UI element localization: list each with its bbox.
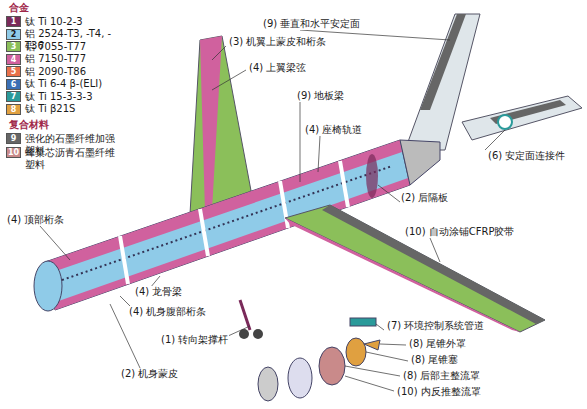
leader-line: [376, 324, 384, 330]
callout-label: (10) 自动涂铺CFRP胶带: [404, 226, 515, 238]
callout-label: (9) 地板梁: [296, 90, 345, 102]
legend-swatch: 10: [6, 147, 21, 158]
legend-swatch: 7: [6, 91, 21, 102]
legend-heading: 复合材料: [8, 119, 50, 131]
callout-label: (4) 顶部桁条: [6, 214, 65, 226]
callout-label: (8) 后部主整流罩: [402, 370, 481, 382]
callout-label: (7) 环境控制系统管道: [386, 320, 485, 332]
wing-cfrp: [322, 205, 545, 324]
wheel: [253, 329, 263, 339]
horizontal-stabilizer: [462, 96, 582, 140]
callout-label: (4) 机身腹部桁条: [128, 306, 207, 318]
legend-swatch: 9: [6, 133, 21, 144]
legend-swatch: 1: [6, 16, 21, 27]
callout-label: (4) 上翼梁弦: [248, 62, 307, 74]
leader-line: [318, 136, 320, 172]
callout-label: (3) 机翼上蒙皮和桁条: [228, 36, 327, 48]
legend-text: 钛 Ti β21S: [25, 103, 121, 115]
section-gap: [200, 209, 208, 256]
lower-wing: [285, 205, 545, 332]
section-gap: [340, 161, 348, 207]
leader-line: [366, 352, 408, 361]
legend-text: 铝 7150-T77: [25, 53, 121, 65]
callout-label: (8) 尾锥外罩: [408, 338, 467, 350]
callout-label: (4) 座椅轨道: [304, 124, 363, 136]
engine-part: [258, 367, 278, 401]
leader-line: [345, 376, 394, 391]
nose: [34, 261, 62, 311]
legend-swatch: 6: [6, 79, 21, 90]
legend-text: 钛 Ti 15-3-3-3: [25, 91, 121, 103]
swatch-number: 9: [7, 133, 20, 144]
wing-spar: [200, 36, 222, 212]
leader-line: [380, 344, 406, 345]
legend-heading: 合金: [8, 2, 30, 14]
callout-label: (2) 机身蒙皮: [120, 368, 179, 380]
leader-line: [40, 226, 70, 260]
thrust-reverser: [319, 347, 345, 385]
aft-fairing: [346, 338, 366, 366]
legend-text: 铝 7055-T77: [25, 41, 121, 53]
legend-swatch: 4: [6, 54, 21, 65]
legend-text: 钛 Ti 6-4 β-(ELI): [25, 78, 121, 90]
swatch-number: 5: [7, 66, 20, 77]
leader-line: [345, 366, 400, 376]
swatch-number: 6: [7, 79, 20, 90]
legend-swatch: 5: [6, 66, 21, 77]
wing-edge: [285, 218, 520, 332]
legend-text: 铝 2090-T86: [25, 66, 121, 78]
callout-label: (2) 后隔板: [400, 192, 449, 204]
swatch-number: 1: [7, 16, 20, 27]
legend-swatch: 8: [6, 104, 21, 115]
ecs-duct: [350, 318, 376, 326]
aft-bulkhead: [366, 154, 378, 198]
legend-text: 蜂巢芯沥青石墨纤维塑料: [25, 147, 121, 171]
section-gap: [120, 236, 128, 284]
vertical-stabilizer-composite: [420, 14, 466, 110]
callout-label: (1) 转向架撑杆: [160, 334, 229, 346]
leader-line: [485, 130, 505, 150]
callout-label: (4) 龙骨梁: [134, 286, 183, 298]
legend-swatch: 3: [6, 41, 21, 52]
section-gap: [280, 181, 288, 228]
leader-line: [300, 102, 301, 182]
leader-line: [430, 238, 440, 262]
swatch-number: 7: [7, 91, 20, 102]
swatch-number: 4: [7, 54, 20, 65]
callout-label: (6) 安定面连接件: [487, 150, 566, 162]
swatch-number: 2: [7, 29, 20, 40]
leader-line: [228, 326, 250, 336]
callout-label: (8) 尾锥塞: [410, 354, 459, 366]
engine-part: [288, 358, 312, 398]
stabilizer-fitting: [498, 115, 512, 129]
swatch-number: 3: [7, 41, 20, 52]
callout-label: (10) 内反推整流罩: [396, 386, 482, 398]
swatch-number: 8: [7, 104, 20, 115]
tail-cone: [400, 140, 440, 185]
leader-line: [378, 185, 400, 202]
upper-wing: [190, 36, 252, 214]
leader-line: [212, 46, 226, 60]
legend-text: 钛 Ti 10-2-3: [25, 16, 121, 28]
fuselage-crown: [45, 140, 402, 274]
gear-strut: [240, 300, 250, 330]
legend-swatch: 2: [6, 29, 21, 40]
callout-label: (9) 垂直和水平安定面: [262, 18, 361, 30]
leader-line: [212, 70, 246, 90]
swatch-number: 10: [7, 147, 20, 158]
tail-cone-plug: [364, 340, 380, 350]
